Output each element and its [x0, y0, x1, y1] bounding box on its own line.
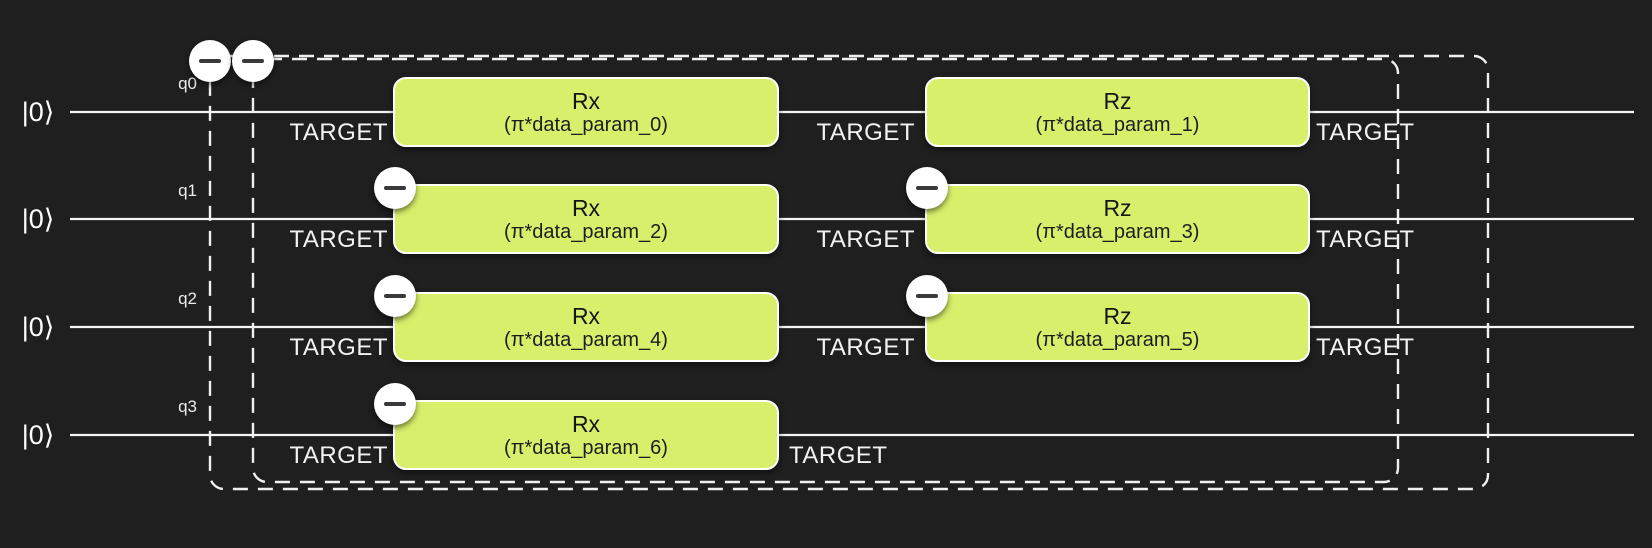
gate-rx-q3[interactable]: Rx (π*data_param_6): [393, 400, 779, 470]
gate-name: Rx: [571, 410, 601, 437]
gate-param: (π*data_param_4): [504, 328, 668, 351]
target-port-label: TARGET: [1316, 226, 1415, 253]
collapse-gate-button-rx-q2[interactable]: [374, 275, 416, 317]
collapse-gate-button-rz-q1[interactable]: [906, 167, 948, 209]
target-port-label: TARGET: [1316, 334, 1415, 361]
gate-param: (π*data_param_0): [504, 113, 668, 136]
collapse-gate-button-rz-q2[interactable]: [906, 275, 948, 317]
gate-name: Rx: [571, 87, 601, 114]
target-port-label: TARGET: [816, 119, 915, 146]
gate-rz-q0[interactable]: Rz (π*data_param_1): [925, 77, 1310, 147]
gate-rx-q2[interactable]: Rx (π*data_param_4): [393, 292, 779, 362]
ket-zero-label-q1: |0⟩: [21, 204, 55, 234]
gate-rx-q1[interactable]: Rx (π*data_param_2): [393, 184, 779, 254]
minus-icon: [916, 186, 938, 190]
target-port-label: TARGET: [789, 442, 888, 469]
gate-name: Rx: [571, 194, 601, 221]
gate-rz-q2[interactable]: Rz (π*data_param_5): [925, 292, 1310, 362]
collapse-gate-button-rx-q1[interactable]: [374, 167, 416, 209]
gate-param: (π*data_param_6): [504, 436, 668, 459]
group-dashed-outline-outer: [208, 54, 1490, 491]
target-port-label: TARGET: [289, 226, 388, 253]
target-port-label: TARGET: [816, 226, 915, 253]
gate-name: Rz: [1103, 194, 1132, 221]
group-dashed-outline-inner: [251, 57, 1400, 484]
qubit-label-q3: q3: [178, 397, 197, 416]
gate-param: (π*data_param_1): [1035, 113, 1200, 136]
ket-zero-label-q2: |0⟩: [21, 312, 55, 342]
collapse-group-button-outer[interactable]: [189, 40, 231, 82]
target-port-label: TARGET: [289, 119, 388, 146]
gate-rz-q1[interactable]: Rz (π*data_param_3): [925, 184, 1310, 254]
gate-name: Rz: [1103, 302, 1132, 329]
target-port-label: TARGET: [816, 334, 915, 361]
collapse-group-button-inner[interactable]: [232, 40, 274, 82]
target-port-label: TARGET: [289, 334, 388, 361]
ket-zero-label-q3: |0⟩: [21, 420, 55, 450]
qubit-label-q0: q0: [178, 74, 197, 93]
gate-param: (π*data_param_5): [1035, 328, 1200, 351]
minus-icon: [384, 402, 406, 406]
collapse-gate-button-rx-q3[interactable]: [374, 383, 416, 425]
gate-name: Rz: [1103, 87, 1132, 114]
minus-icon: [916, 294, 938, 298]
target-port-label: TARGET: [1316, 119, 1415, 146]
gate-param: (π*data_param_3): [1035, 220, 1200, 243]
minus-icon: [384, 186, 406, 190]
gate-param: (π*data_param_2): [504, 220, 668, 243]
qubit-label-q1: q1: [178, 181, 197, 200]
gate-rx-q0[interactable]: Rx (π*data_param_0): [393, 77, 779, 147]
minus-icon: [199, 59, 221, 63]
minus-icon: [384, 294, 406, 298]
target-port-label: TARGET: [289, 442, 388, 469]
ket-zero-label-q0: |0⟩: [21, 97, 55, 127]
minus-icon: [242, 59, 264, 63]
gate-name: Rx: [571, 302, 601, 329]
qubit-label-q2: q2: [178, 289, 197, 308]
